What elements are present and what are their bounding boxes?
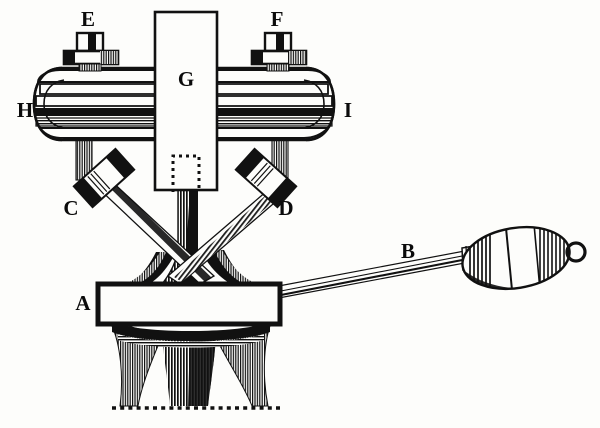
label-D: D: [278, 196, 293, 220]
label-E: E: [81, 7, 95, 31]
label-B: B: [401, 239, 415, 263]
hidden-mortise-dotted-outline: [171, 154, 201, 192]
label-F: F: [271, 7, 284, 31]
label-H: H: [17, 98, 33, 122]
label-C: C: [63, 196, 78, 220]
anvil-body-block: [95, 281, 283, 327]
center-standard-column: [153, 10, 219, 192]
right-clamp-block: [234, 147, 298, 209]
right-nut-bolt: [250, 31, 308, 72]
label-I: I: [344, 98, 352, 122]
label-G: G: [178, 67, 194, 91]
flared-pedestal-base: [111, 321, 271, 407]
handle-end-ring: [565, 241, 587, 263]
left-clamp-block: [72, 147, 136, 209]
left-nut-bolt: [62, 31, 120, 72]
label-layer: A B C D E F G H I: [17, 7, 415, 315]
label-A: A: [75, 291, 91, 315]
anvil-shoulders: [112, 250, 270, 288]
